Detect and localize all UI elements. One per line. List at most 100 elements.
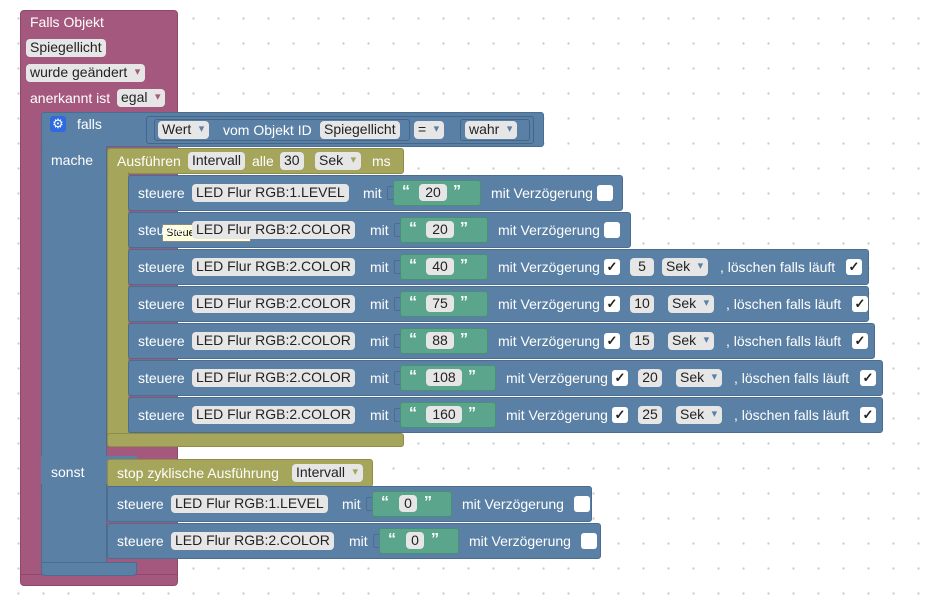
open-quote-icon: “ xyxy=(381,494,389,511)
control-mit-label: mit xyxy=(370,222,389,238)
control-steuere-label: steuere xyxy=(138,296,185,312)
open-quote-icon: “ xyxy=(409,368,417,385)
control-mit-label: mit xyxy=(370,407,389,423)
condition-value-dropdown[interactable]: wahr xyxy=(465,121,518,139)
stop-interval-dropdown[interactable]: Intervall xyxy=(292,464,364,482)
clear-checkbox[interactable]: ✓ xyxy=(860,407,876,423)
open-quote-icon: “ xyxy=(388,531,396,548)
delay-label: mit Verzögerung xyxy=(506,407,608,423)
control-row[interactable] xyxy=(128,397,883,433)
clear-label: , löschen falls läuft xyxy=(734,407,850,423)
mache-label: mache xyxy=(51,152,94,168)
control-device-field[interactable]: LED Flur RGB:2.COLOR xyxy=(192,369,355,387)
control-device-field[interactable]: LED Flur RGB:1.LEVEL xyxy=(192,184,349,202)
clear-checkbox[interactable]: ✓ xyxy=(846,259,862,275)
clear-checkbox[interactable]: ✓ xyxy=(860,370,876,386)
delay-value-field[interactable]: 15 xyxy=(630,332,654,350)
text-value-field[interactable]: 160 xyxy=(426,406,462,423)
control-device-field[interactable]: LED Flur RGB:2.COLOR xyxy=(192,221,355,239)
delay-label: mit Verzögerung xyxy=(469,533,571,549)
delay-checkbox[interactable]: ✓ xyxy=(604,333,620,349)
control-steuere-label: steuere xyxy=(138,259,185,275)
text-value-field[interactable]: 108 xyxy=(426,369,462,386)
text-value-field[interactable]: 40 xyxy=(426,258,454,275)
condition-operator-dropdown[interactable]: = xyxy=(414,121,445,139)
delay-label: mit Verzögerung xyxy=(498,296,600,312)
close-quote-icon: ” xyxy=(460,257,468,274)
ack-dropdown[interactable]: egal xyxy=(117,89,166,107)
event-object-field[interactable]: Spiegellicht xyxy=(26,39,106,57)
close-quote-icon: ” xyxy=(453,183,461,200)
delay-checkbox[interactable] xyxy=(604,222,620,238)
open-quote-icon: “ xyxy=(409,331,417,348)
delay-unit-dropdown[interactable]: Sek xyxy=(668,332,715,350)
ack-label: anerkannt ist xyxy=(30,90,111,106)
clear-checkbox[interactable]: ✓ xyxy=(852,333,868,349)
control-device-field[interactable]: LED Flur RGB:2.COLOR xyxy=(192,258,355,276)
delay-label: mit Verzögerung xyxy=(491,185,593,201)
delay-checkbox[interactable]: ✓ xyxy=(612,370,628,386)
condition-object-field[interactable]: Spiegellicht xyxy=(320,121,400,139)
clear-label: , löschen falls läuft xyxy=(734,370,850,386)
delay-value-field[interactable]: 25 xyxy=(638,406,662,424)
text-value-field[interactable]: 88 xyxy=(426,332,454,349)
interval-name-field[interactable]: Intervall xyxy=(188,152,246,170)
control-device-field[interactable]: LED Flur RGB:2.COLOR xyxy=(192,295,355,313)
close-quote-icon: ” xyxy=(468,405,476,422)
open-quote-icon: “ xyxy=(409,294,417,311)
control-mit-label: mit xyxy=(349,533,368,549)
connector-nub xyxy=(387,186,393,200)
interval-every-label: alle xyxy=(252,153,274,169)
delay-value-field[interactable]: 20 xyxy=(638,369,662,387)
falls-label: falls xyxy=(77,116,102,132)
delay-unit-dropdown[interactable]: Sek xyxy=(668,295,715,313)
event-title: Falls Objekt xyxy=(30,14,104,30)
interval-value-field[interactable]: 30 xyxy=(280,152,304,170)
delay-checkbox[interactable]: ✓ xyxy=(612,407,628,423)
delay-checkbox[interactable] xyxy=(574,496,590,512)
clear-label: , löschen falls läuft xyxy=(726,333,842,349)
control-device-field[interactable]: LED Flur RGB:1.LEVEL xyxy=(171,495,328,513)
text-value-field[interactable]: 0 xyxy=(399,495,417,512)
close-quote-icon: ” xyxy=(460,294,468,311)
control-mit-label: mit xyxy=(370,259,389,275)
text-value-field[interactable]: 20 xyxy=(419,184,447,201)
open-quote-icon: “ xyxy=(409,257,417,274)
control-device-field[interactable]: LED Flur RGB:2.COLOR xyxy=(192,406,355,424)
delay-checkbox[interactable] xyxy=(597,185,613,201)
control-mit-label: mit xyxy=(370,333,389,349)
delay-unit-dropdown[interactable]: Sek xyxy=(676,406,723,424)
interval-block-foot xyxy=(107,433,404,447)
delay-unit-dropdown[interactable]: Sek xyxy=(662,258,709,276)
delay-checkbox[interactable]: ✓ xyxy=(604,296,620,312)
text-value-field[interactable]: 75 xyxy=(426,295,454,312)
open-quote-icon: “ xyxy=(409,220,417,237)
interval-unit-dropdown[interactable]: Sek xyxy=(315,152,362,170)
delay-value-field[interactable]: 5 xyxy=(630,258,654,276)
control-steuere-label: steuere xyxy=(117,533,164,549)
open-quote-icon: “ xyxy=(402,183,410,200)
delay-label: mit Verzögerung xyxy=(498,222,600,238)
control-device-field[interactable]: LED Flur RGB:2.COLOR xyxy=(192,332,355,350)
text-value-field[interactable]: 0 xyxy=(406,532,424,549)
control-row[interactable] xyxy=(128,212,631,248)
delay-unit-dropdown[interactable]: Sek xyxy=(676,369,723,387)
delay-label: mit Verzögerung xyxy=(498,259,600,275)
if-block-body[interactable] xyxy=(41,146,107,576)
gear-icon[interactable]: ⚙ xyxy=(50,116,66,132)
delay-label: mit Verzögerung xyxy=(462,496,564,512)
connector-nub xyxy=(373,534,379,548)
delay-label: mit Verzögerung xyxy=(498,333,600,349)
delay-checkbox[interactable]: ✓ xyxy=(604,259,620,275)
text-value-field[interactable]: 20 xyxy=(426,221,454,238)
condition-prop-dropdown[interactable]: Wert xyxy=(158,121,210,139)
interval-label: Ausführen xyxy=(117,153,181,169)
control-mit-label: mit xyxy=(370,296,389,312)
delay-value-field[interactable]: 10 xyxy=(630,295,654,313)
control-device-field[interactable]: LED Flur RGB:2.COLOR xyxy=(171,532,334,550)
clear-label: , löschen falls läuft xyxy=(726,296,842,312)
delay-label: mit Verzögerung xyxy=(506,370,608,386)
clear-checkbox[interactable]: ✓ xyxy=(852,296,868,312)
delay-checkbox[interactable] xyxy=(581,533,597,549)
event-trigger-dropdown[interactable]: wurde geändert xyxy=(26,64,146,82)
